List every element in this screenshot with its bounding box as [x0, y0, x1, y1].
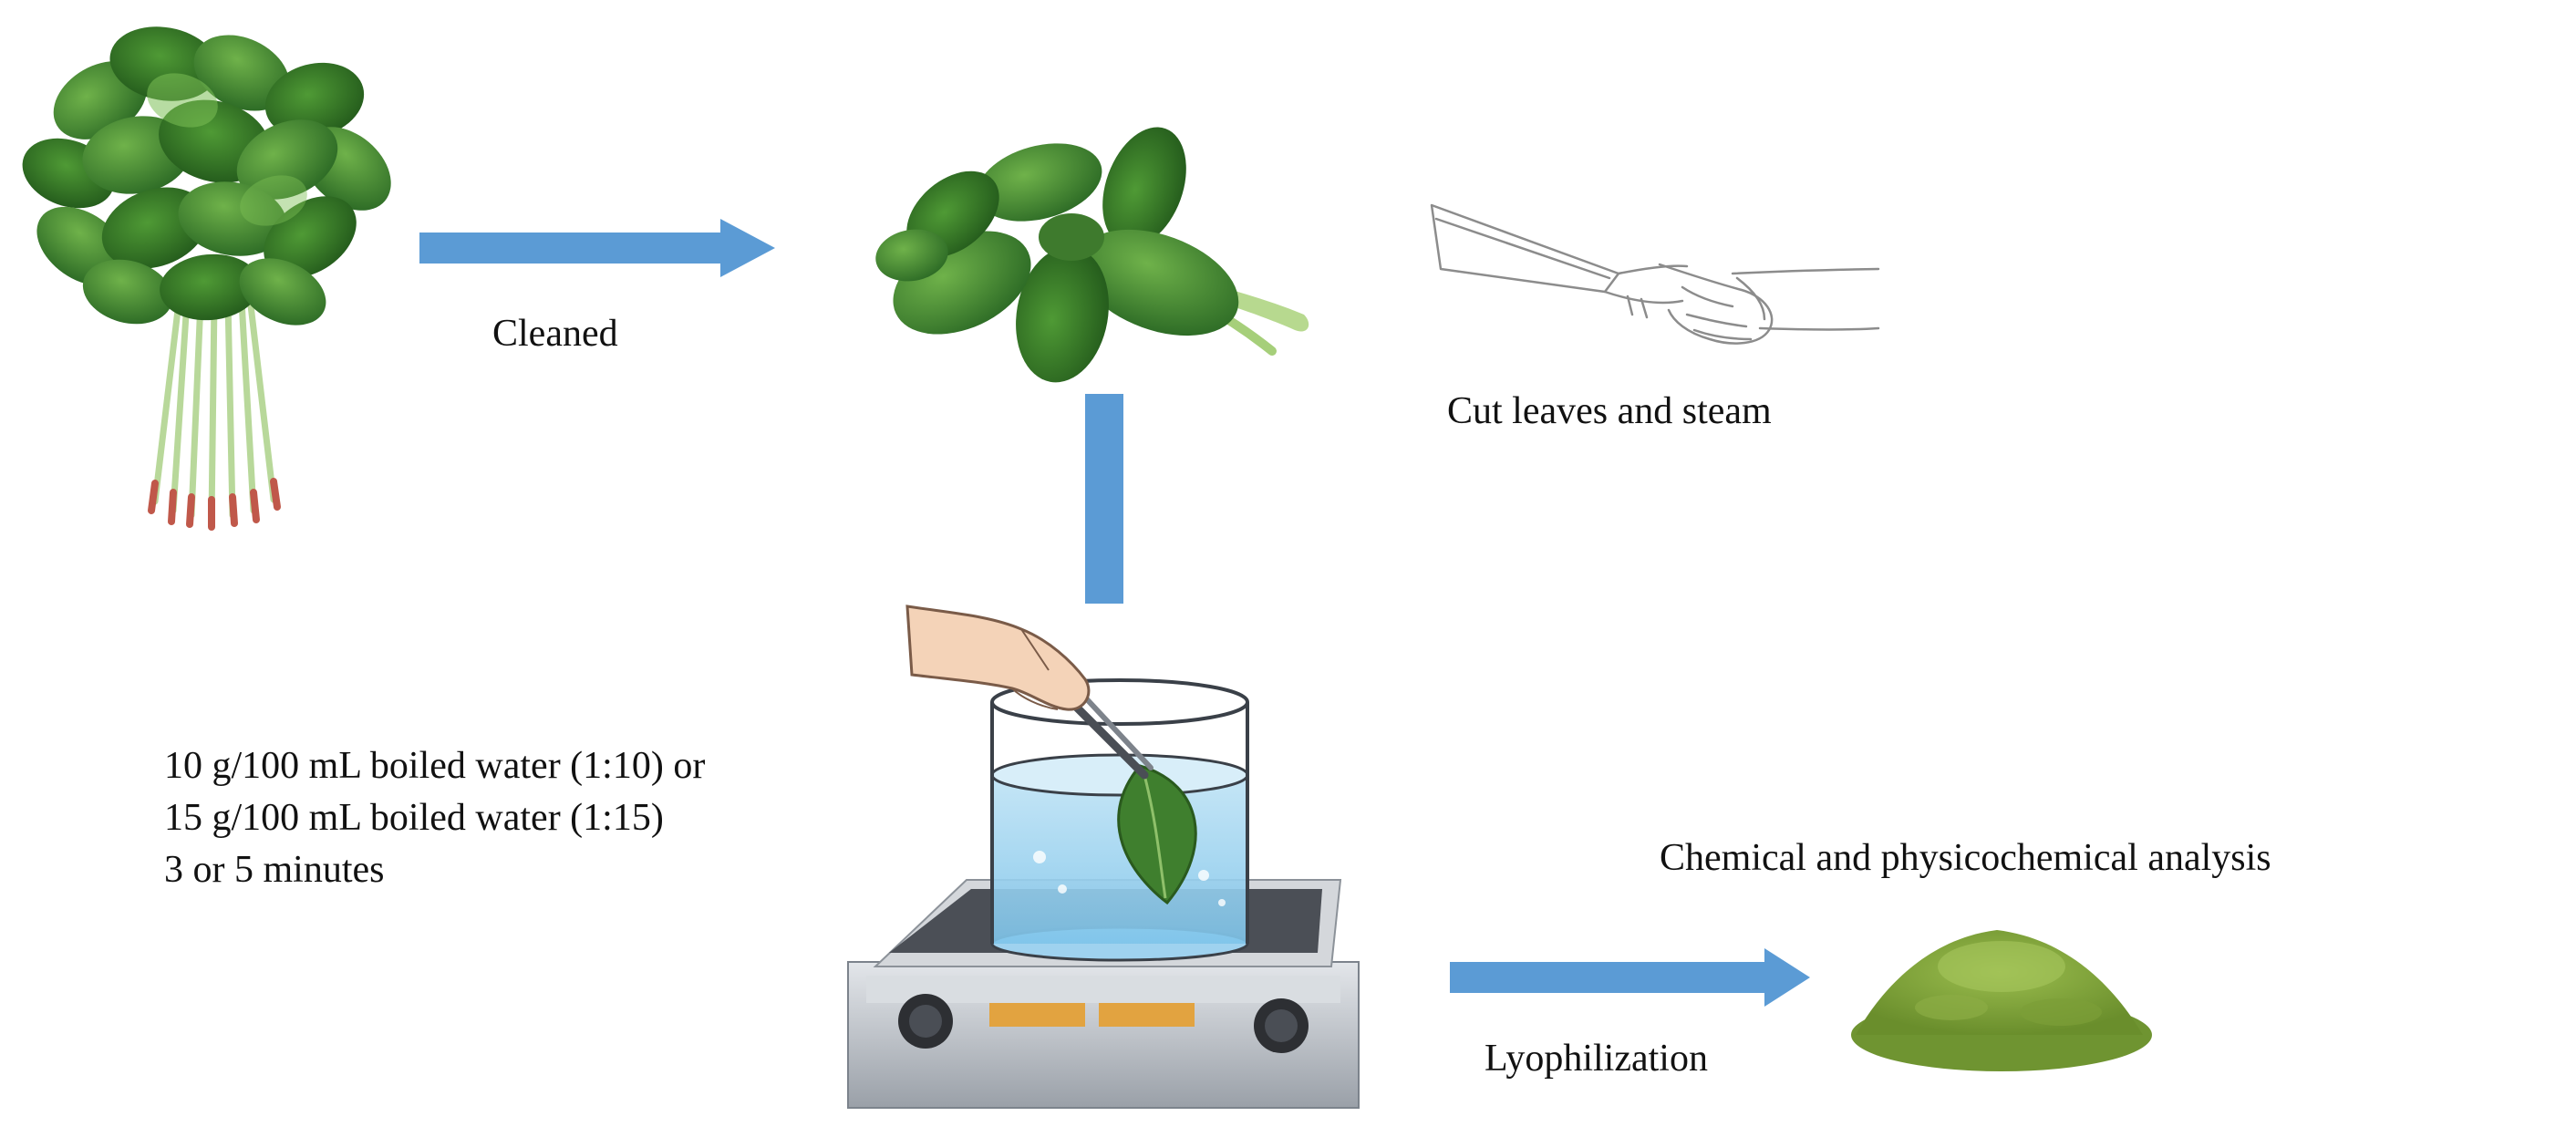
arrow-down-connector [1085, 394, 1123, 604]
knife-hand-icon [1430, 203, 1880, 345]
arrow-right-lyophilization [1450, 948, 1810, 1007]
purslane-leaves-icon [875, 127, 1309, 383]
ratio-line-3: 3 or 5 minutes [164, 849, 385, 891]
green-powder-icon [1851, 930, 2152, 1071]
label-infusion-ratio: 10 g/100 mL boiled water (1:10) or 15 g/… [164, 740, 705, 896]
label-cleaned: Cleaned [492, 313, 618, 355]
ratio-line-1: 10 g/100 mL boiled water (1:10) or [164, 745, 706, 787]
label-chemical-analysis: Chemical and physicochemical analysis [1660, 837, 2271, 879]
purslane-bunch-icon [22, 26, 391, 531]
label-lyophilization: Lyophilization [1485, 1038, 1708, 1080]
beaker-on-hotplate-icon [847, 605, 1360, 1109]
arrow-right-cleaned [419, 219, 775, 277]
label-cut-leaves: Cut leaves and steam [1447, 390, 1772, 432]
ratio-line-2: 15 g/100 mL boiled water (1:15) [164, 797, 664, 839]
